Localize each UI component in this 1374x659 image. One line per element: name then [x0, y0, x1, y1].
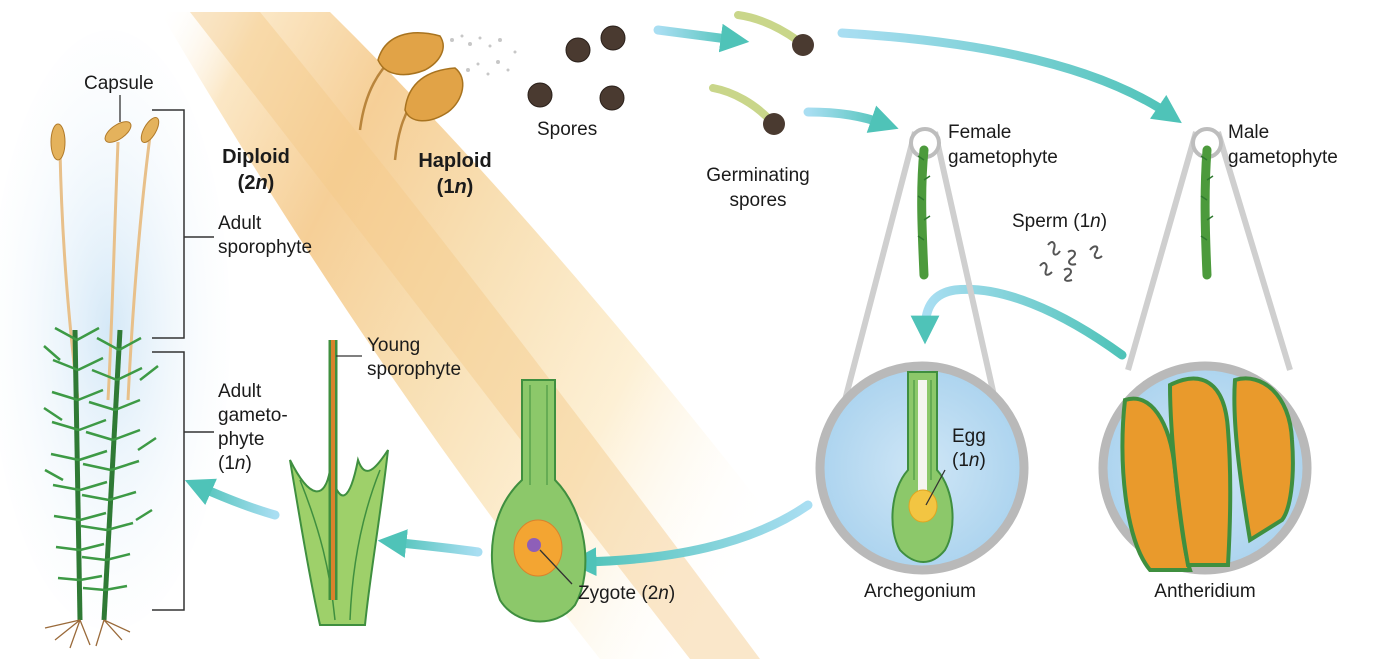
label-egg-2: (1n)	[952, 449, 986, 472]
label-sperm: Sperm (1n)	[1012, 210, 1107, 233]
label-zygote: Zygote (2n)	[578, 582, 675, 605]
label-female-gametophyte-1: Female	[948, 121, 1011, 144]
young-sporophyte-plant	[290, 340, 388, 625]
label-young-sporophyte-2: sporophyte	[367, 358, 461, 381]
label-adult-gametophyte-1: Adult	[218, 380, 261, 403]
label-adult-sporophyte-1: Adult	[218, 212, 261, 235]
label-young-sporophyte-1: Young	[367, 334, 420, 357]
label-antheridium: Antheridium	[1125, 580, 1285, 603]
antheridium-zoom	[1103, 366, 1307, 570]
haploid-band-core	[190, 12, 760, 659]
label-diploid-ploidy: (2n)	[212, 172, 300, 195]
label-germinating-spores-2: spores	[690, 189, 826, 212]
label-adult-gametophyte-3: phyte	[218, 428, 264, 451]
label-haploid: Haploid	[410, 150, 500, 173]
spores	[528, 26, 625, 110]
label-male-gametophyte-2: gametophyte	[1228, 146, 1338, 169]
label-adult-gametophyte-2: gameto-	[218, 404, 288, 427]
archegonium-zoom	[820, 366, 1024, 570]
label-diploid: Diploid	[212, 146, 300, 169]
label-archegonium: Archegonium	[840, 580, 1000, 603]
label-germinating-spores-1: Germinating	[690, 164, 826, 187]
label-capsule: Capsule	[84, 72, 154, 95]
label-spores: Spores	[537, 118, 597, 141]
label-egg-1: Egg	[952, 425, 986, 448]
label-adult-gametophyte-4: (1n)	[218, 452, 252, 475]
female-gametophyte	[845, 129, 995, 400]
diploid-background	[0, 30, 230, 630]
label-male-gametophyte-1: Male	[1228, 121, 1269, 144]
label-haploid-ploidy: (1n)	[410, 176, 500, 199]
label-female-gametophyte-2: gametophyte	[948, 146, 1058, 169]
sperm-cells	[1040, 242, 1102, 281]
germinating-spores	[713, 15, 814, 135]
label-adult-sporophyte-2: sporophyte	[218, 236, 312, 259]
